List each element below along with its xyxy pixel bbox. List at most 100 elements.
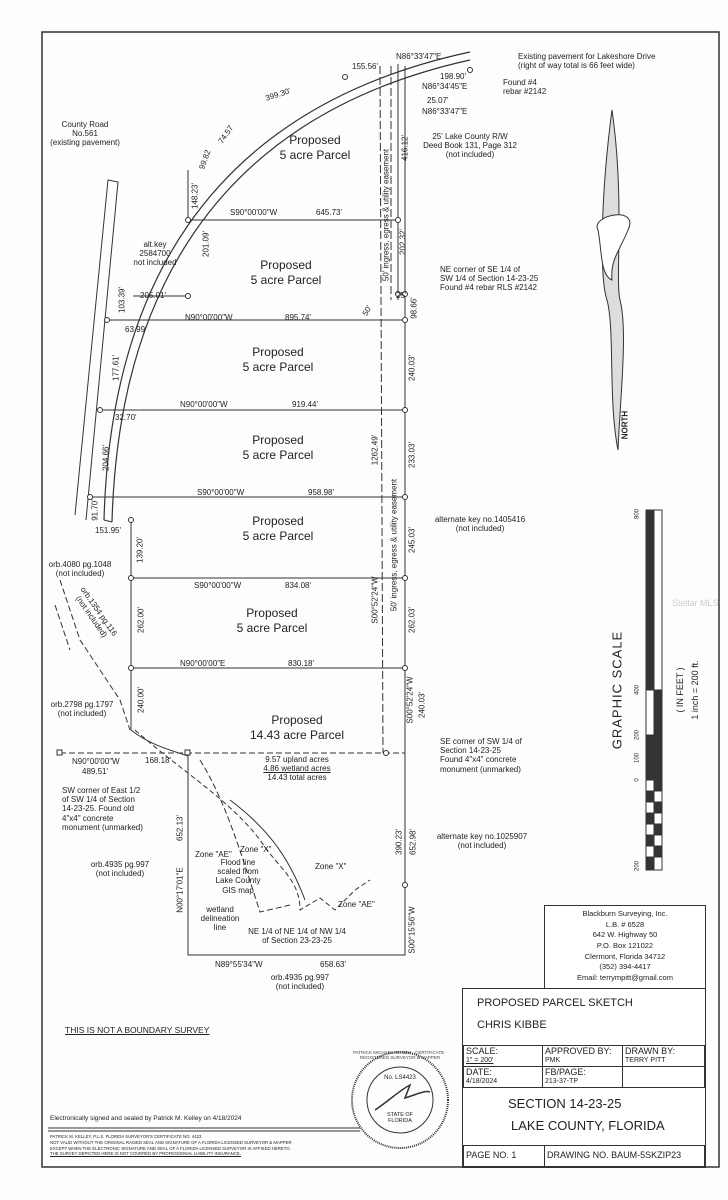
scale-tick: 200	[634, 860, 641, 872]
zone-ae-label: Zone "AE"	[195, 850, 232, 859]
graphic-scale-ratio: 1 inch = 200 ft.	[689, 660, 700, 720]
graphic-scale-unit: ( IN FEET )	[674, 667, 685, 713]
note-orb4935b: orb.4935 pg.997(not included)	[270, 973, 330, 992]
dimension: 233.03'	[407, 442, 417, 468]
dimension: 652.13'	[175, 815, 185, 841]
electronic-signature: Electronically signed and sealed by Patr…	[50, 1115, 242, 1122]
dimension: 958.98'	[308, 488, 334, 497]
dimension: 168.18'	[145, 756, 171, 765]
dimension: S00°52'24"W	[370, 576, 380, 624]
dimension: 658.63'	[320, 960, 346, 969]
dimension: N90°00'00"W	[72, 757, 120, 766]
dimension: 32.70'	[115, 413, 137, 422]
easement-label-top: 50' ingress, egress & utility easement	[381, 148, 391, 282]
county-label: LAKE COUNTY, FLORIDA	[511, 1118, 665, 1133]
dimension: 201.09'	[201, 231, 211, 257]
graphic-scale-title: GRAPHIC SCALE	[609, 630, 625, 750]
note-orb4935a: orb.4935 pg.997(not included)	[90, 860, 150, 879]
dimension: 919.44'	[292, 400, 318, 409]
seal-ring-text: PATRICK MICHAEL KELLEY · CERTIFICATE · R…	[353, 1050, 447, 1061]
dimension: N86°34'45"E	[422, 82, 468, 91]
surveyor-seal: No. LS4423	[384, 1075, 416, 1081]
scale-tick: 100	[634, 752, 641, 764]
zone-x-label: Zone "X"	[240, 845, 272, 854]
dimension: 25'	[396, 291, 407, 300]
title-block: PROPOSED PARCEL SKETCH CHRIS KIBBE SCALE…	[462, 988, 706, 1168]
dimension: 240.03'	[417, 692, 427, 718]
dimension: N86°33'47"E	[396, 52, 442, 61]
dimension: S90°00'00"W	[194, 581, 242, 590]
dimension: 198.90'	[440, 72, 466, 81]
dimension: 98.66'	[409, 297, 419, 319]
note-alt1405416: alternate key no.1405416(not included)	[434, 515, 526, 534]
dimension: 151.95'	[95, 526, 121, 535]
dimension: 895.74'	[285, 313, 311, 322]
scale-tick: 0	[634, 778, 641, 782]
dimension: 204.66'	[101, 445, 111, 471]
dimension: 1262.49'	[370, 434, 380, 466]
scale-bar	[645, 509, 663, 871]
dimension: S00°15'56"W	[407, 906, 417, 954]
dimension: 652.98'	[408, 829, 418, 855]
note-lakeshore: Existing pavement for Lakeshore Drive(ri…	[518, 52, 656, 71]
dimension: N00°17'01"E	[175, 867, 185, 913]
dimension: 177.61'	[111, 355, 121, 381]
dimension: 390.23'	[394, 829, 404, 855]
scale-tick: 400	[634, 684, 641, 696]
dimension: 155.56'	[352, 62, 378, 71]
drawing-title: PROPOSED PARCEL SKETCH	[477, 997, 633, 1009]
dimension: 139.20'	[135, 537, 145, 563]
dimension: N90°00'00"W	[180, 400, 228, 409]
dimension: 645.73'	[316, 208, 342, 217]
scale-tick: 800	[634, 508, 641, 520]
dimension: 240.00'	[136, 687, 146, 713]
dimension: 262.00'	[136, 607, 146, 633]
note-orb2798: orb.2798 pg.1797(not included)	[50, 700, 114, 719]
page-number: PAGE NO. 1	[463, 1145, 545, 1167]
dimension: 103.39'	[117, 287, 127, 313]
dimension: 202.32'	[398, 229, 408, 255]
dimension: 205.01'	[140, 291, 166, 300]
note-orb4080: orb.4080 pg.1048(not included)	[48, 560, 112, 579]
dimension: S00°52'24"W	[405, 676, 415, 724]
drawing-number: DRAWING NO. BAUM-5SKZIP23	[544, 1145, 705, 1167]
watermark: Stellar MLS	[672, 598, 719, 608]
dimension: 830.18'	[288, 659, 314, 668]
dimension: 416.12'	[400, 135, 410, 161]
signature-disclaimer: PATRICK M. KELLEY, P.L.S. FLORIDA SURVEY…	[50, 1134, 292, 1157]
dimension: N90°00'00"W	[185, 313, 233, 322]
dimension: 245.03'	[407, 527, 417, 553]
dimension: N86°33'47"E	[422, 107, 468, 116]
easement-label-bottom: 50' ingress, egress & utility easement	[389, 478, 399, 612]
zone-ae-label: Zone "AE"	[338, 900, 375, 909]
dimension: S90°00'00"W	[197, 488, 245, 497]
north-label: NORTH	[620, 410, 630, 440]
note-alt1025907: alternate key no.1025907(not included)	[436, 832, 528, 851]
dimension: S90°00'00"W	[230, 208, 278, 217]
client-name: CHRIS KIBBE	[477, 1019, 547, 1031]
dimension: N89°55'34"W	[215, 960, 263, 969]
dimension: N90°00'00"E	[180, 659, 226, 668]
dimension: 63.99'	[125, 325, 147, 334]
